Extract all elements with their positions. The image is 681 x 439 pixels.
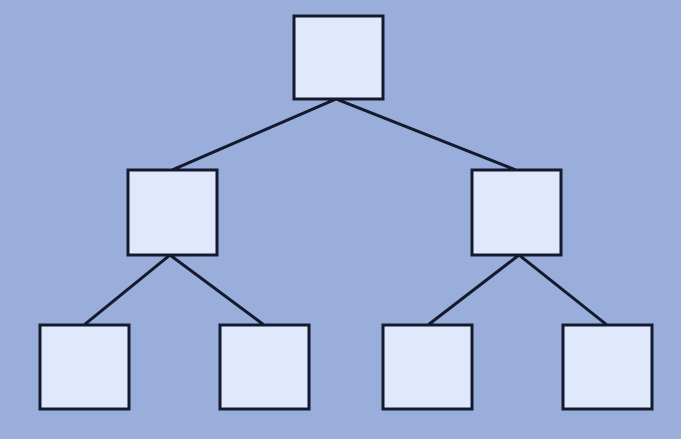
- node-left-right-leaf: [218, 323, 311, 411]
- node-box-left-left-leaf: [38, 323, 131, 411]
- node-box-left-child: [126, 168, 219, 257]
- node-right-right-leaf: [561, 323, 654, 411]
- edge-root-to-left-child: [170, 97, 338, 172]
- node-left-left-leaf: [38, 323, 131, 411]
- node-box-right-left-leaf: [381, 323, 474, 411]
- edge-right-child-to-right-right-leaf: [517, 253, 609, 327]
- node-root: [292, 14, 385, 101]
- edge-root-to-right-child: [334, 97, 518, 172]
- edge-right-child-to-right-left-leaf: [426, 253, 521, 327]
- node-left-child: [126, 168, 219, 257]
- node-box-left-right-leaf: [218, 323, 311, 411]
- node-box-right-child: [470, 168, 563, 257]
- edge-left-child-to-left-right-leaf: [168, 253, 266, 327]
- tree-edges: [82, 97, 609, 327]
- node-box-right-right-leaf: [561, 323, 654, 411]
- node-right-child: [470, 168, 563, 257]
- tree-nodes: [38, 14, 654, 411]
- node-box-root: [292, 14, 385, 101]
- edge-left-child-to-left-left-leaf: [82, 253, 172, 327]
- node-right-left-leaf: [381, 323, 474, 411]
